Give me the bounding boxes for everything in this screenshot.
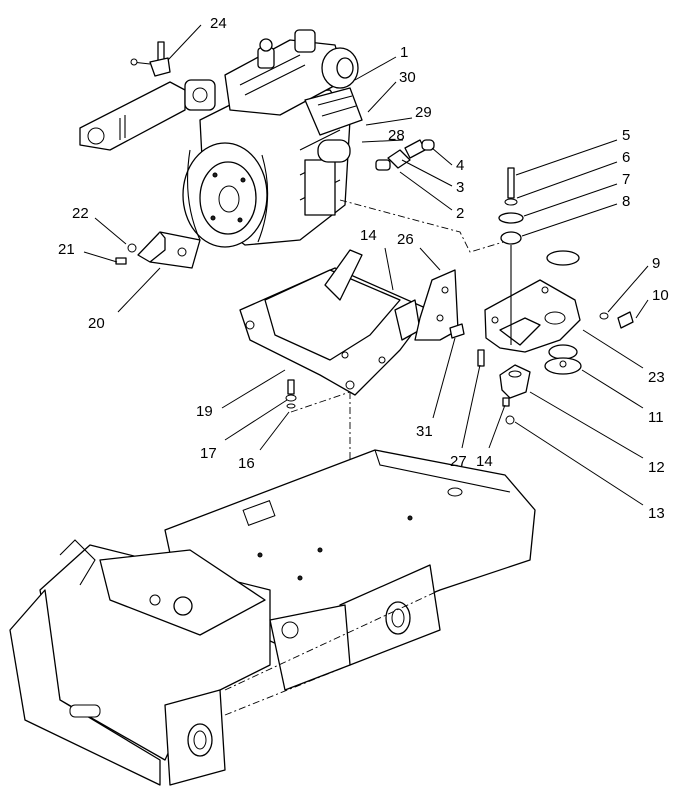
mount-bracket-part-23	[484, 279, 581, 353]
mount-part-12	[499, 364, 531, 399]
callout-16: 16	[238, 455, 255, 472]
centerline-engine-to-mount	[339, 199, 511, 253]
callout-26: 26	[397, 231, 414, 248]
callout-8: 8	[622, 193, 630, 210]
callout-9: 9	[652, 255, 660, 272]
callout-30: 30	[399, 69, 416, 86]
isolator-part-11	[544, 250, 582, 375]
callout-22: 22	[72, 205, 89, 222]
callout-20: 20	[88, 315, 105, 332]
callout-labels: 1 30 29 28 24 4 3 2 5 6 7 8 9 10 23 11 1…	[58, 15, 669, 522]
callout-14-lower: 14	[476, 453, 493, 470]
callout-31: 31	[416, 423, 433, 440]
callout-28: 28	[388, 127, 405, 144]
bolt-washer-16-17	[285, 379, 297, 409]
callout-12: 12	[648, 459, 665, 476]
engine-assembly	[79, 29, 363, 248]
washer-part-14	[502, 397, 510, 407]
callout-14-upper: 14	[360, 227, 377, 244]
callout-2: 2	[456, 205, 464, 222]
bracket-part-20	[115, 231, 201, 269]
callout-13: 13	[648, 505, 665, 522]
callout-23: 23	[648, 369, 665, 386]
callout-17: 17	[200, 445, 217, 462]
callout-1: 1	[400, 44, 408, 61]
callout-4: 4	[456, 157, 464, 174]
callout-5: 5	[622, 127, 630, 144]
centerline-16	[290, 391, 351, 413]
bolt-part-31	[449, 323, 465, 339]
spacer-part-27	[477, 349, 485, 367]
callout-7: 7	[622, 171, 630, 188]
callout-3: 3	[456, 179, 464, 196]
callout-10: 10	[652, 287, 669, 304]
bolt-stack-5-8	[498, 167, 524, 345]
callout-21: 21	[58, 241, 75, 258]
callout-24: 24	[210, 15, 227, 32]
clip-part-24	[130, 41, 171, 77]
mount-plate-part-19	[239, 249, 431, 396]
callout-6: 6	[622, 149, 630, 166]
leader-lines	[83, 24, 649, 506]
callout-27: 27	[450, 453, 467, 470]
nut-part-13	[505, 415, 515, 425]
bolt-washer-9-10	[599, 311, 634, 329]
callout-11: 11	[648, 409, 664, 426]
frame-chassis	[9, 449, 536, 786]
fittings-2-3-4	[375, 139, 435, 171]
callout-29: 29	[415, 104, 432, 121]
bracket-part-26	[414, 269, 459, 341]
callout-19: 19	[196, 403, 213, 420]
